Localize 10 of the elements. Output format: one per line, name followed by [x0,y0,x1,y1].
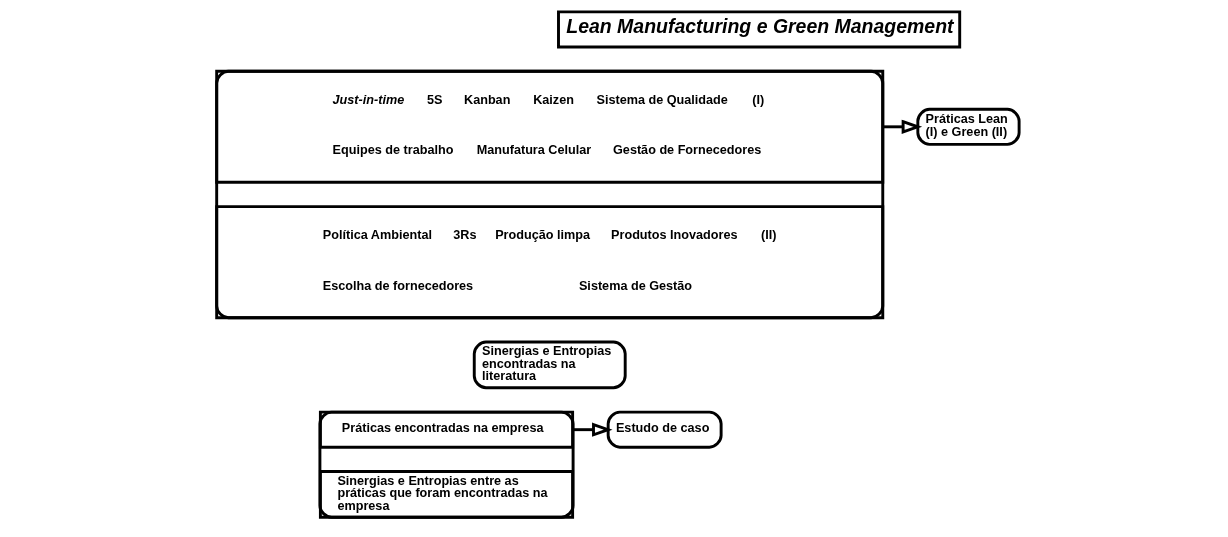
arrow [883,119,923,134]
node-box: Práticas encontradas na empresa [318,410,575,449]
node-box: Sinergias e Entropias encontradas na literatura [472,340,627,390]
node-box: Práticas Lean (I) e Green (II) [916,107,1021,146]
node-box: Estudo de caso [606,410,723,449]
node-box: Lean Manufacturing e Green Management [557,10,962,49]
node-box: Just-in-time 5S Kanban Kaizen Sistema de Qualidade (I) Equipes de trabalho Manufatura Celular Gestão de Fornecedores [215,69,885,184]
node-box: Política Ambiental 3Rs Produção limpa Produtos Inovadores (II) Escolha de fornecedores Sistema de Gestão [215,205,885,320]
arrow [573,422,613,437]
node-box: Sinergias e Entropias entre as práticas que foram encontradas na empresa [318,470,575,519]
